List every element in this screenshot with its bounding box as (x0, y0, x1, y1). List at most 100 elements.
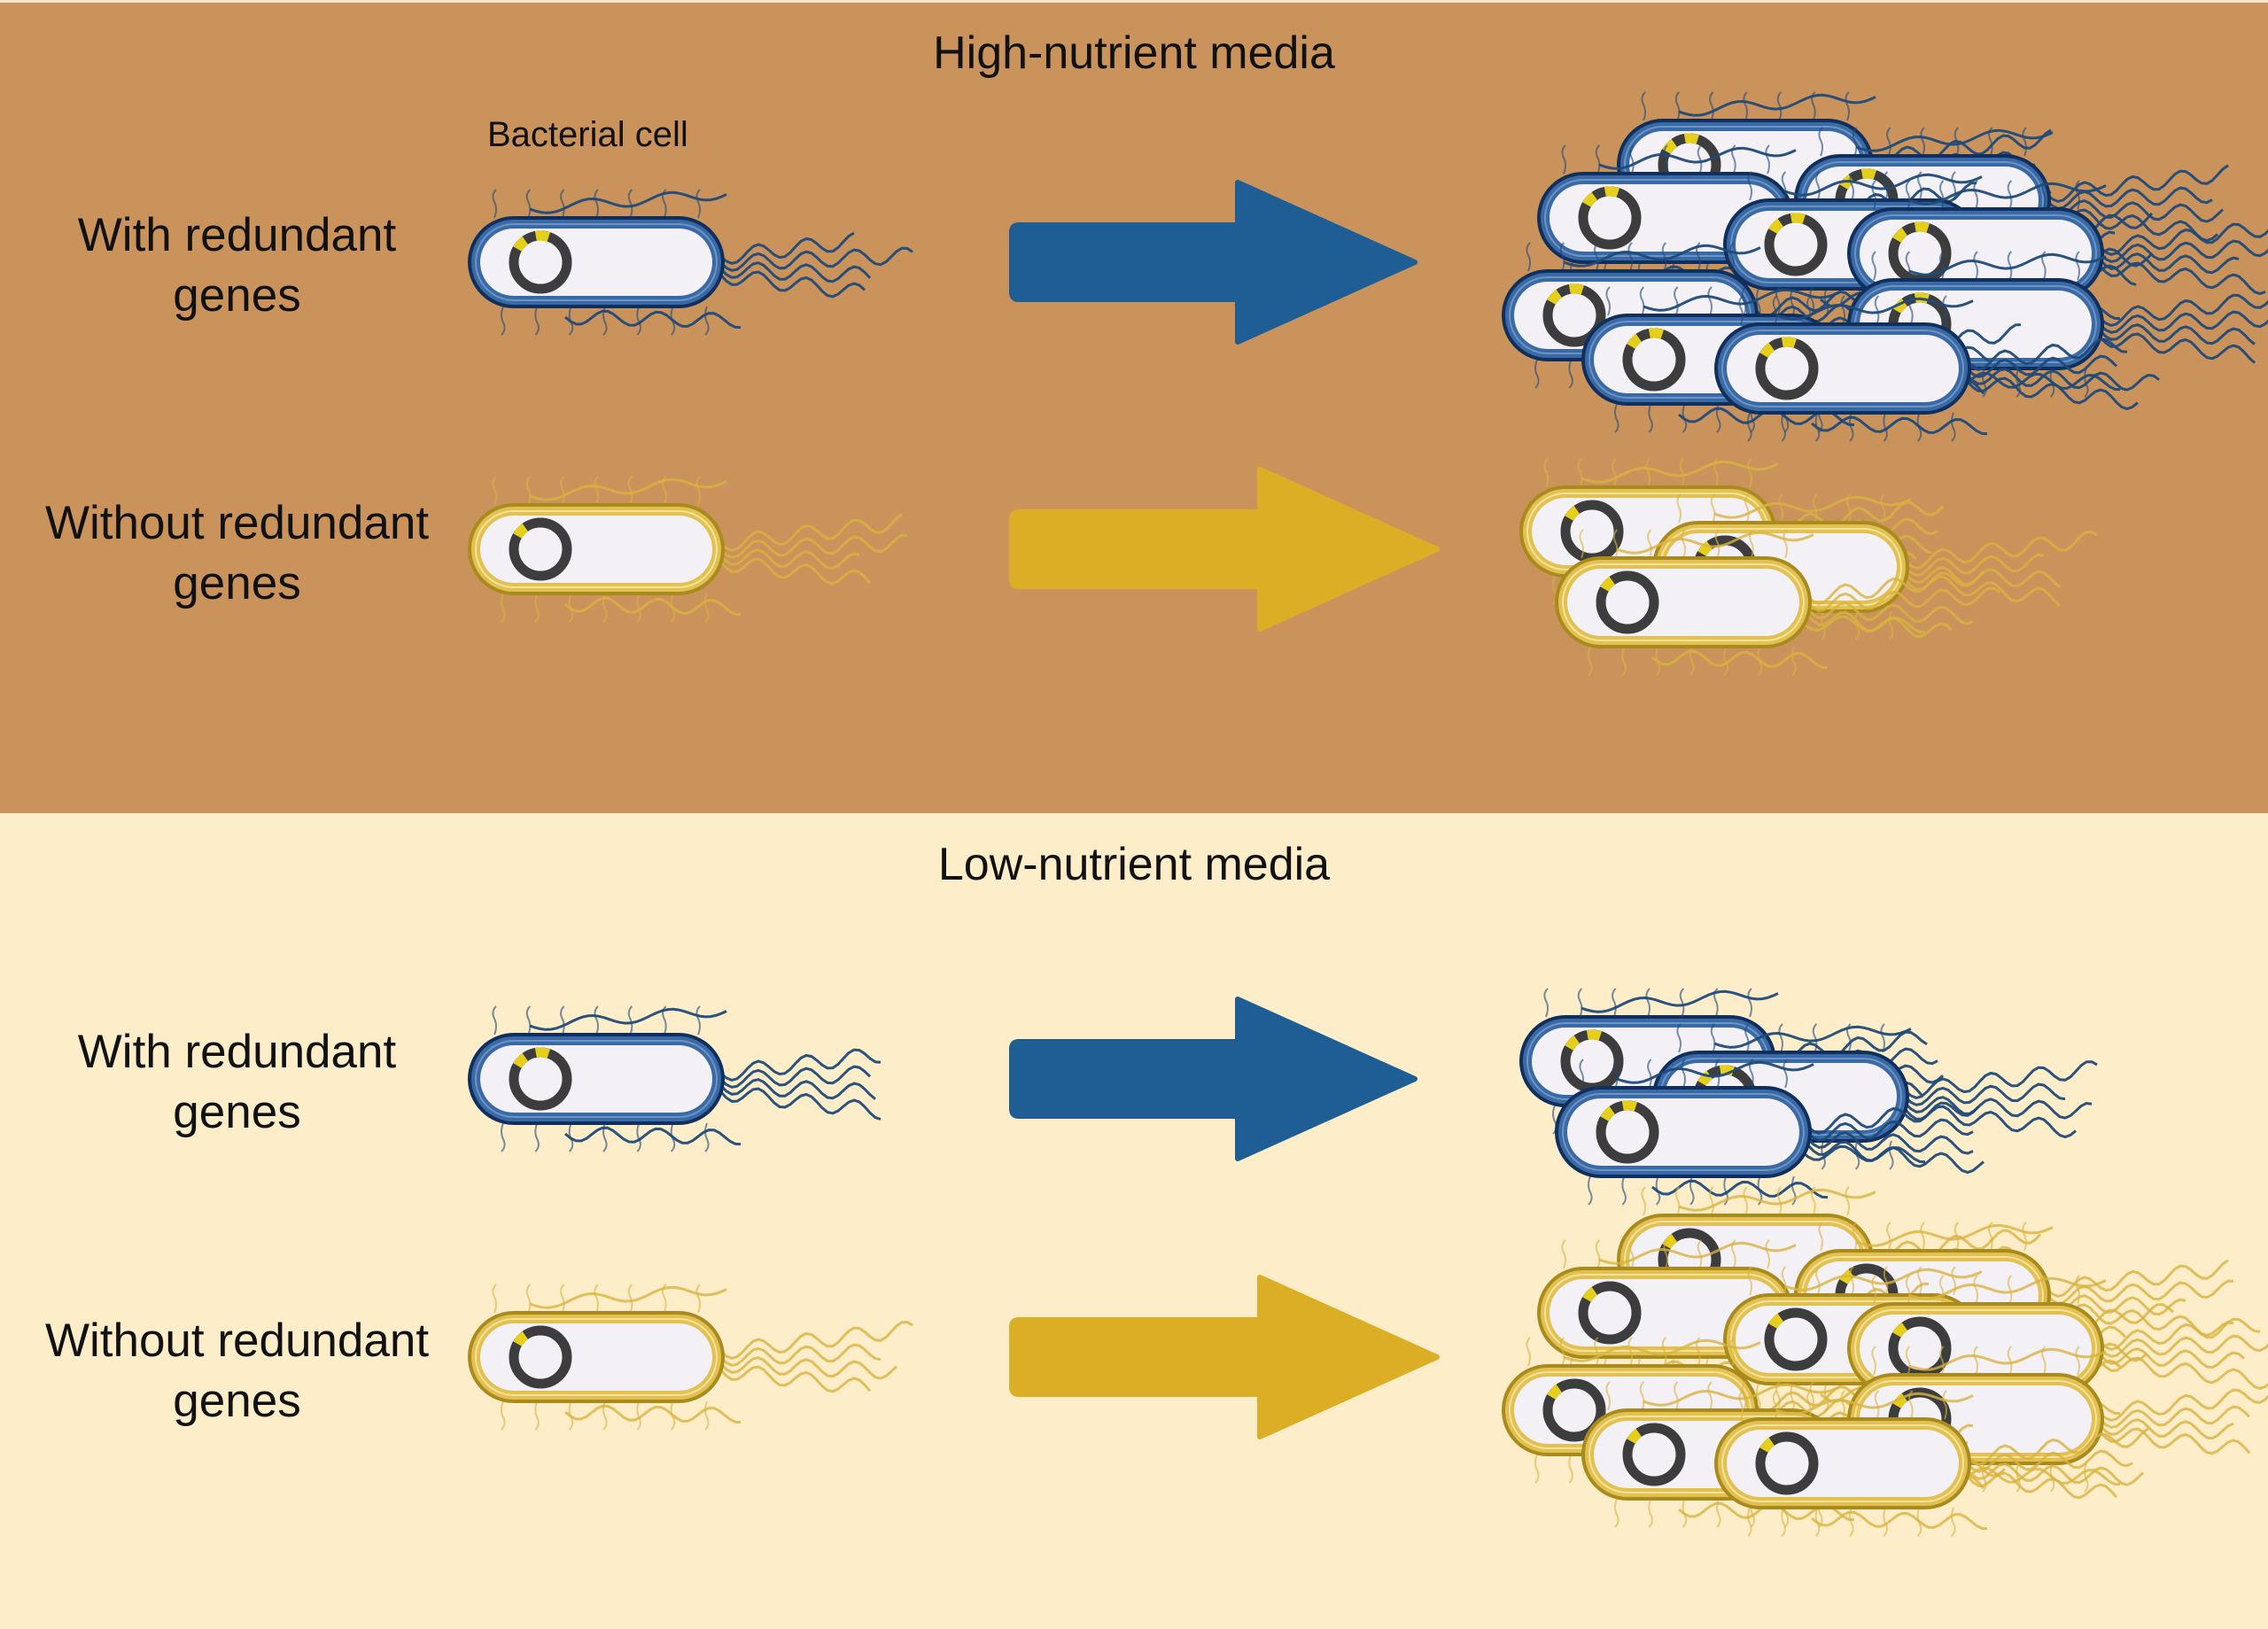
pilus (662, 476, 667, 506)
pilus (1917, 1266, 1922, 1296)
pilus (1791, 1175, 1797, 1206)
pilus (670, 593, 676, 623)
redundant-gene-marker (1914, 221, 1930, 233)
pilus (594, 1005, 599, 1036)
flagellum (1966, 1449, 2133, 1473)
pilus (2075, 1275, 2080, 1305)
pilus (1852, 127, 1858, 157)
redundant-gene-marker (1627, 1428, 1643, 1444)
pilus (1710, 1023, 1716, 1053)
pilus (1790, 288, 1795, 318)
plasmid-icon (1578, 1281, 1642, 1345)
pilus (1908, 1390, 1914, 1420)
cell-wall-highlight (475, 223, 718, 301)
pilus (1731, 1239, 1736, 1269)
pilus (1818, 127, 1823, 157)
pilus (1534, 359, 1540, 389)
flagellum (2099, 1418, 2234, 1440)
pilus (670, 1122, 676, 1152)
pilus (2007, 180, 2013, 210)
flagellum (564, 596, 742, 617)
pilus (594, 189, 599, 219)
pilus (1953, 127, 1960, 157)
flagellum (1944, 1466, 2121, 1486)
pilus (1776, 1186, 1783, 1216)
pilus (602, 1400, 608, 1431)
pilus (1526, 242, 1531, 272)
redundant-gene-marker (513, 523, 529, 539)
pilus (627, 189, 633, 219)
pilus (1905, 1346, 1911, 1376)
flagellum (1772, 500, 1945, 534)
pilus (1621, 646, 1627, 676)
pilus (492, 1284, 497, 1314)
pilus (1689, 1175, 1695, 1206)
pilus (1749, 529, 1754, 559)
pilus (1526, 1337, 1531, 1367)
pilus (1682, 1498, 1688, 1528)
pilus (1883, 412, 1888, 442)
pilus (1709, 91, 1714, 121)
pilus (1811, 91, 1816, 121)
redundant-gene-marker (1604, 186, 1619, 198)
pilus (1781, 1507, 1786, 1537)
pilus (1648, 1498, 1653, 1528)
flagellum (1908, 252, 2107, 276)
redundant-gene-marker (1582, 1286, 1598, 1302)
flagellum (1967, 1427, 2149, 1466)
pilus (1674, 1186, 1681, 1216)
flagella (529, 1285, 913, 1424)
flagellum (1855, 1223, 2054, 1247)
pilus (560, 1005, 565, 1036)
plasmid-icon (1622, 1423, 1686, 1486)
pilus (1783, 1059, 1788, 1089)
pilus (1559, 1337, 1565, 1367)
pilus (1778, 1023, 1783, 1053)
pilus (1905, 251, 1911, 281)
pilus (501, 1400, 506, 1431)
pilus (1595, 1239, 1601, 1269)
pilus (1939, 1346, 1945, 1376)
bacterial-cell (468, 189, 913, 336)
offspring-cluster (1502, 1186, 2268, 1537)
plasmid-icon (1542, 1378, 1606, 1442)
flagellum (1784, 1268, 1983, 1292)
flagellum (719, 261, 872, 283)
pilus (1707, 286, 1713, 316)
flagellum (1811, 1510, 1988, 1531)
pilus (1953, 1222, 1960, 1252)
pilus (1588, 1175, 1593, 1206)
pilus (1561, 1239, 1566, 1269)
redundant-gene-marker (1547, 1384, 1563, 1400)
cytoplasm (480, 1045, 712, 1113)
pilus (1577, 458, 1583, 488)
pilus (1639, 1381, 1645, 1411)
bacterial-cell (468, 476, 908, 623)
pilus (1776, 91, 1783, 121)
pilus (1973, 1346, 1978, 1376)
flagella (1616, 1060, 1984, 1199)
cytoplasm (1567, 1098, 1799, 1166)
pilus (1716, 1498, 1721, 1528)
pilus (627, 476, 633, 506)
pilus (1645, 458, 1651, 488)
pilus (1648, 403, 1653, 433)
pilus (1568, 1454, 1573, 1484)
pilus (1747, 1507, 1752, 1537)
flagellum (2100, 293, 2268, 327)
pilus (1883, 1266, 1889, 1296)
flagellum (720, 231, 855, 265)
pilus (1595, 144, 1601, 175)
pilus (1806, 1390, 1812, 1420)
pilus (1790, 1383, 1795, 1413)
pilus (1845, 91, 1850, 121)
flagella (1908, 252, 2268, 392)
pilus (2007, 1346, 2013, 1376)
plasmid-icon (509, 517, 572, 581)
flagellum (719, 1065, 872, 1089)
flagellum (2046, 186, 2213, 210)
redundant-gene-marker (1568, 283, 1584, 295)
flagellum (564, 309, 742, 330)
pilus (1846, 493, 1852, 524)
